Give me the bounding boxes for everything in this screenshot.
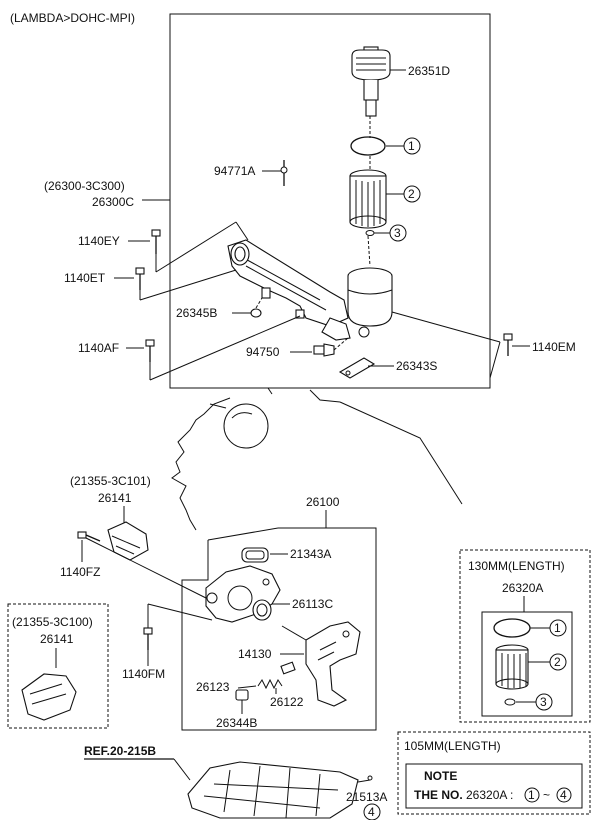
box-130mm-length: 130MM(LENGTH) [468,559,565,573]
box-130mm-element[interactable] [495,644,529,690]
bolt-em-part[interactable] [503,333,513,356]
bolt-fm-part[interactable] [143,627,153,650]
box-105mm-length: 105MM(LENGTH) [404,739,501,753]
box-130mm-inner [481,611,573,717]
ref-circle-1 [403,137,421,155]
bolt-ey-part[interactable] [151,229,161,254]
note-box [405,763,583,809]
note-from: 1 [528,788,535,802]
bolt-fz-callout: 1140FZ [60,565,100,579]
pump-group-frame [181,527,377,731]
ref-callout: REF.20-215B [84,744,156,758]
note-prefix: THE NO. [414,788,463,802]
seal-callout: 26113C [292,597,333,611]
gasket-callout: 21343A [290,547,331,561]
bolt-fm-callout: 1140FM [122,667,165,681]
gasket-part[interactable] [241,547,269,563]
left-dashed-box [7,603,109,729]
ref-circle-3-text: 3 [394,226,401,240]
box-130mm-circle-1: 1 [554,621,561,635]
relief-plug-part[interactable] [235,689,249,701]
relief-plug-callout: 26344B [216,716,257,730]
spring-callout: 26122 [270,695,304,709]
upper-assembly-frame [169,13,491,389]
cap-callout: 26351D [408,64,450,78]
cover-alt-callout: (21355-3C101) [70,474,151,488]
spring-part[interactable] [257,678,283,690]
cover-callout: 26141 [98,491,132,505]
bolt-fz-part[interactable] [77,531,101,542]
note-title: NOTE [424,769,457,783]
upper-assembly-part: 26300C [92,195,134,209]
strainer-callout: 14130 [238,647,272,661]
pressure-switch-part[interactable] [313,343,335,357]
bolt-af-part[interactable] [145,339,155,362]
oil-pan-callout: 21513A [346,790,387,804]
bolt-em-callout: 1140EM [532,340,576,354]
relief-valve-part[interactable] [280,661,296,675]
oring-part[interactable] [350,136,386,156]
upper-assembly-alt-part: (26300-3C300) [44,179,125,193]
filter-cap-part[interactable] [351,46,391,117]
box-130mm-circle-3: 3 [540,695,547,709]
box-130mm-small-oring[interactable] [504,698,516,706]
filter-element-part[interactable] [349,169,387,229]
engine-label: (LAMBDA>DOHC-MPI) [10,11,135,25]
seal-part[interactable] [252,599,272,621]
plug-part[interactable] [250,308,262,318]
bolt-ey-callout: 1140EY [78,234,120,248]
ref-circle-3 [389,224,407,242]
pin-part[interactable] [280,160,288,186]
box-130mm-part: 26320A [502,581,543,595]
bolt-af-callout: 1140AF [78,341,119,355]
left-cover-part[interactable] [21,673,77,721]
box-130mm [459,549,591,723]
note-sep: ~ [543,788,550,802]
note-part: 26320A : [466,788,513,802]
bolt-et-callout: 1140ET [64,271,106,285]
small-oring-part[interactable] [365,230,375,236]
ref-circle-2 [403,185,421,203]
bracket-part[interactable] [338,357,376,379]
strainer-part[interactable] [305,621,361,707]
pin-callout: 94771A [214,164,255,178]
ref-circle-1-text: 1 [408,139,415,153]
left-box-part: 26141 [40,632,74,646]
pump-group-callout: 26100 [306,495,340,509]
box-130mm-oring[interactable] [493,618,531,638]
note-to: 4 [560,788,567,802]
relief-valve-callout: 26123 [196,680,230,694]
ref-circle-4-text: 4 [368,805,375,819]
ref-circle-2-text: 2 [408,187,415,201]
engine-block-outline [171,387,463,531]
box-105mm [397,731,591,815]
ref-circle-4 [363,803,381,820]
plug-callout: 26345B [176,306,217,320]
switch-callout: 94750 [246,345,280,359]
box-130mm-circle-2: 2 [554,655,561,669]
left-box-alt-part: (21355-3C100) [12,615,93,629]
filter-housing-part[interactable] [227,239,393,341]
cover-part[interactable] [107,521,149,561]
oil-pan-part[interactable] [187,761,359,819]
bolt-et-part[interactable] [135,267,145,290]
bracket-callout: 26343S [396,359,437,373]
